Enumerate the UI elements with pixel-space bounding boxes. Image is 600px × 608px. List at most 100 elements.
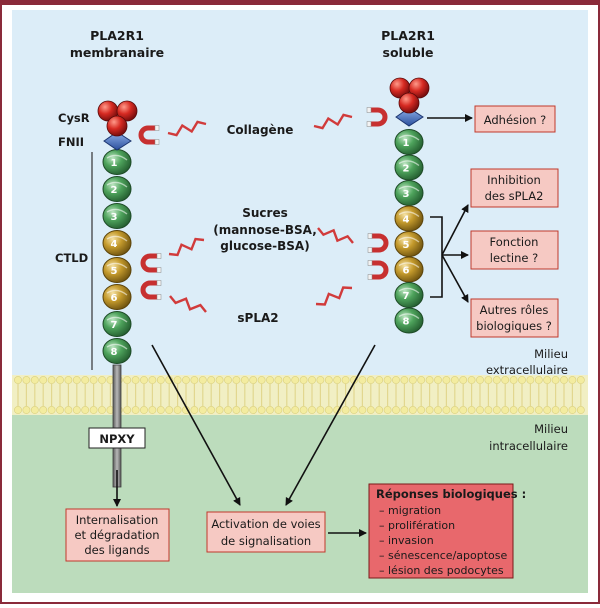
lipid-head	[459, 406, 468, 414]
membrane-ctld-number: 7	[111, 320, 118, 331]
ligand-bolt	[169, 295, 207, 313]
responses-box	[368, 483, 514, 579]
fonction-text-line1: Fonction	[490, 235, 539, 249]
lipid-head	[299, 406, 308, 414]
lipid-head	[89, 376, 98, 384]
sucres-label-line3: glucose-BSA)	[220, 239, 309, 253]
lipid-head	[140, 406, 148, 414]
soluble-ctld-highlight	[398, 134, 420, 141]
lipid-head	[140, 376, 148, 384]
arrow-autres	[441, 254, 469, 303]
lipid-head	[232, 376, 241, 384]
lipid-head	[501, 376, 510, 384]
binding-site-magnet	[367, 260, 389, 280]
lipid-head	[375, 406, 384, 414]
lipid-head	[392, 376, 400, 384]
soluble-ctld-8	[394, 307, 424, 334]
lipid-head	[400, 406, 409, 414]
membrane-title-line2: membranaire	[70, 45, 164, 60]
lipid-head	[534, 406, 543, 414]
lipid-head	[30, 376, 39, 384]
lipid-head	[442, 406, 451, 414]
lipid-head	[467, 406, 476, 414]
lipid-head	[274, 376, 283, 384]
lipid-head	[341, 406, 350, 414]
lipid-head	[543, 406, 552, 414]
lipid-head	[148, 406, 157, 414]
soluble-ctld-highlight	[398, 160, 420, 167]
ligand-bolt	[168, 237, 205, 257]
lipid-head	[450, 406, 459, 414]
lipid-head	[249, 376, 258, 384]
membrane-ctld-number: 6	[111, 293, 118, 304]
soluble-ctld-number: 1	[403, 138, 410, 149]
lipid-head	[89, 406, 98, 414]
milieu-extra-line1: Milieu	[534, 347, 568, 361]
lipid-head	[47, 406, 56, 414]
inhibition-box	[470, 168, 559, 208]
lipid-head	[526, 406, 535, 414]
lipid-head	[459, 376, 468, 384]
lipid-head	[551, 376, 560, 384]
lipid-head	[257, 406, 266, 414]
lipid-head	[434, 376, 442, 384]
membrane-ctld-highlight	[106, 316, 128, 323]
membrane-ctld-highlight	[106, 289, 128, 296]
lipid-head	[81, 376, 90, 384]
soluble-ctld-highlight	[398, 287, 420, 294]
lipid-head	[56, 376, 64, 384]
activation-text-line1: Activation de voies	[211, 517, 320, 531]
lipid-head	[224, 406, 232, 414]
response-item-1: – migration	[379, 504, 441, 517]
soluble-ctld-highlight	[398, 211, 420, 218]
membrane-ctld-2	[102, 176, 132, 202]
cysr-domain-soluble	[389, 77, 430, 114]
lipid-head	[198, 406, 207, 414]
membrane-ctld-number: 1	[111, 158, 118, 169]
lipid-head	[266, 376, 274, 384]
autres-text-line2: biologiques ?	[476, 319, 552, 333]
lipid-head	[316, 376, 325, 384]
ligand-bolt	[315, 286, 353, 306]
milieu-extra-line2: extracellulaire	[486, 363, 568, 377]
ligand-bolt	[167, 120, 207, 137]
membrane-ctld-4	[102, 230, 132, 256]
ligand-bolt	[317, 227, 354, 244]
lipid-head	[534, 376, 543, 384]
membrane-ctld-highlight	[106, 154, 128, 161]
lipid-head	[308, 406, 316, 414]
lipid-head	[568, 406, 577, 414]
lipid-head	[282, 406, 291, 414]
lipid-head	[476, 376, 484, 384]
membrane-ctld-3	[102, 203, 132, 229]
lectin-bracket	[430, 216, 443, 298]
lipid-head	[350, 406, 358, 414]
responses-title: Réponses biologiques :	[376, 487, 526, 501]
soluble-ctld-number: 3	[403, 189, 410, 200]
autres-box	[470, 298, 559, 338]
lipid-head	[190, 376, 199, 384]
response-item-3: – invasion	[379, 534, 434, 547]
lipid-head	[98, 376, 106, 384]
lipid-head	[173, 376, 182, 384]
internalisation-text-line1: Internalisation	[76, 513, 159, 527]
lipid-head	[266, 406, 274, 414]
inhibition-text-line2: des sPLA2	[485, 189, 544, 203]
soluble-ctld-highlight	[398, 313, 420, 320]
lipid-head	[341, 376, 350, 384]
top-band	[0, 0, 600, 5]
lipid-head	[518, 376, 526, 384]
membrane-ctld-highlight	[106, 343, 128, 350]
soluble-ctld-highlight	[398, 185, 420, 192]
arrow-to-activation-left	[151, 344, 241, 506]
lipid-head	[568, 376, 577, 384]
lipid-head	[484, 376, 493, 384]
ligand-bolt	[313, 113, 353, 130]
lipid-head	[400, 376, 409, 384]
lipid-head	[316, 406, 325, 414]
soluble-ctld-number: 7	[403, 291, 410, 302]
lipid-head	[299, 376, 308, 384]
lipid-head	[560, 406, 568, 414]
lipid-head	[291, 406, 300, 414]
lipid-head	[518, 406, 526, 414]
